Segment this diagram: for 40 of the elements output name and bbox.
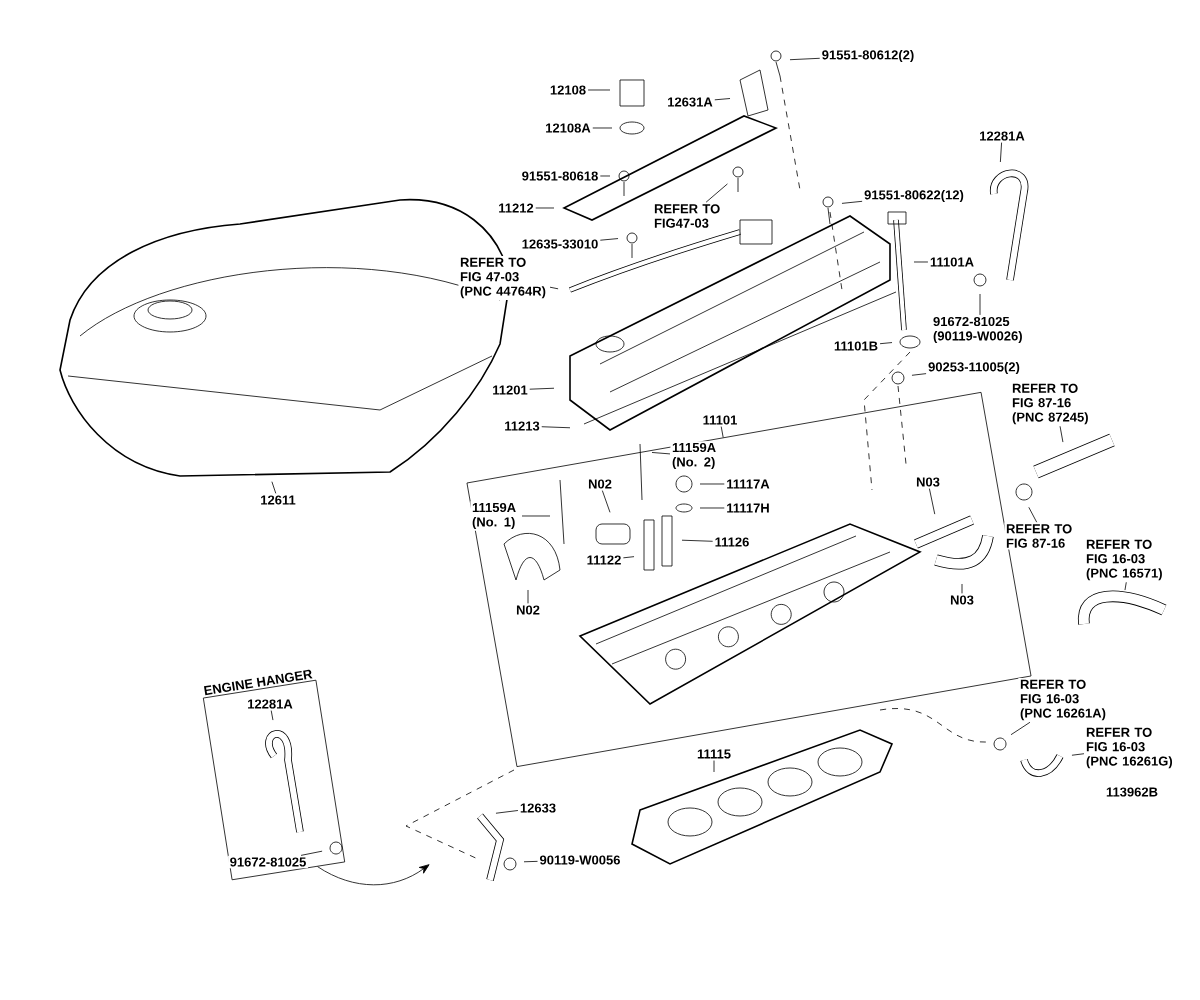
- leader-line: [713, 760, 715, 773]
- leader-line: [1028, 506, 1038, 523]
- leader-line: [1071, 753, 1085, 756]
- leader-line: [529, 387, 555, 390]
- leader-line: [681, 539, 714, 542]
- leader-line: [601, 490, 611, 513]
- leader-line: [789, 57, 821, 61]
- leader-line: [1010, 721, 1031, 736]
- leader-line: [705, 183, 728, 203]
- leader-line: [300, 850, 323, 856]
- leader-line: [699, 507, 725, 509]
- leader-line: [521, 515, 551, 517]
- leader-line: [699, 483, 725, 485]
- leader-line: [622, 556, 635, 559]
- leader-line: [879, 342, 893, 345]
- leader-line: [911, 373, 927, 376]
- leader-line: [535, 207, 555, 209]
- leader-line: [979, 293, 981, 316]
- leader-line: [929, 488, 936, 515]
- leader-line: [495, 810, 519, 814]
- leader-line: [541, 426, 571, 429]
- leader-line: [1124, 581, 1127, 591]
- leader-line: [270, 710, 274, 721]
- leader-line: [1059, 425, 1064, 443]
- leader-line: [599, 238, 619, 241]
- curved-arrow: [317, 864, 430, 886]
- leader-line: [720, 426, 724, 438]
- leader-line: [271, 481, 277, 494]
- leader-line: [523, 860, 538, 863]
- leader-line: [587, 89, 611, 91]
- leader-line: [841, 200, 863, 204]
- leader-line: [913, 261, 929, 263]
- leader-line: [592, 127, 613, 129]
- leader-line: [549, 286, 559, 290]
- leader-line: [651, 452, 671, 455]
- leader-line: [961, 583, 963, 594]
- leader-line: [714, 98, 731, 101]
- leader-line: [599, 175, 611, 177]
- leader-line: [999, 142, 1002, 163]
- leader-line: [527, 589, 529, 604]
